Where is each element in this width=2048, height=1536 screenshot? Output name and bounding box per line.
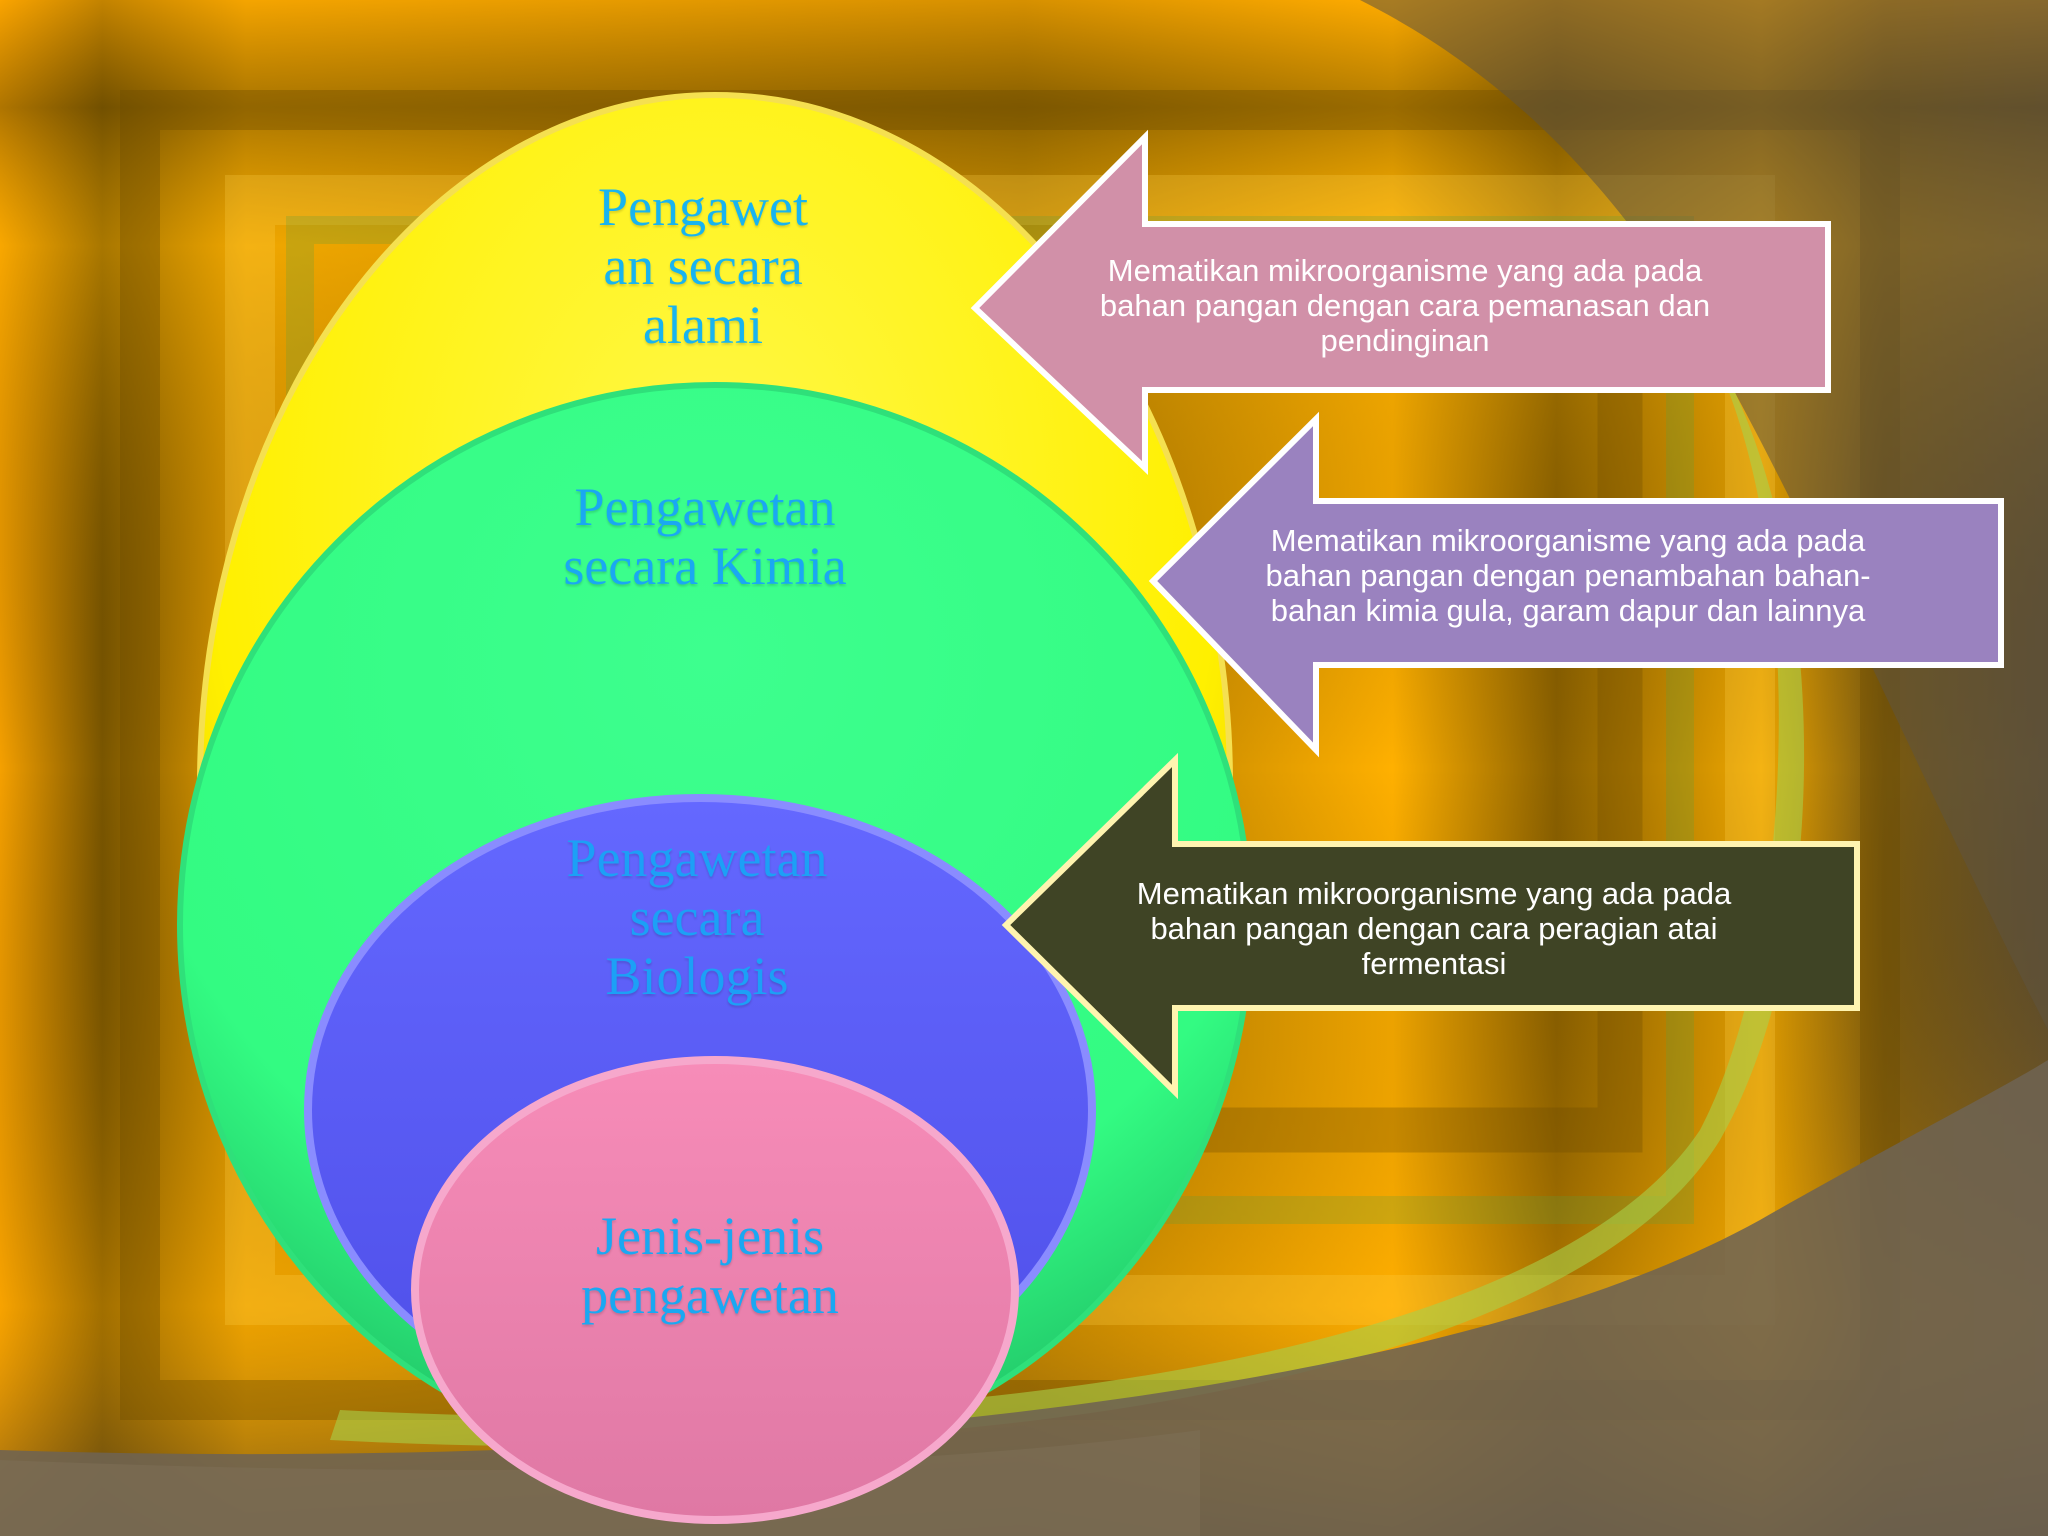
arrow-text-biologis: Mematikan mikroorganisme yang ada pada b… — [1136, 876, 1732, 981]
arrow-alami — [970, 129, 1831, 475]
oval-label-biologis: Pengawetan secara Biologis — [566, 828, 828, 1006]
oval-label-alami: Pengawet an secara alami — [598, 177, 808, 355]
oval-jenis — [411, 1056, 1019, 1524]
arrow-text-kimia: Mematikan mikroorganisme yang ada pada b… — [1265, 523, 1871, 628]
oval-label-kimia: Pengawetan secara Kimia — [563, 477, 847, 596]
arrow-text-alami: Mematikan mikroorganisme yang ada pada b… — [1099, 253, 1711, 358]
arrow-biologis — [1001, 752, 1860, 1100]
oval-label-jenis: Jenis-jenis pengawetan — [581, 1206, 839, 1325]
arrow-kimia — [1148, 411, 2004, 758]
